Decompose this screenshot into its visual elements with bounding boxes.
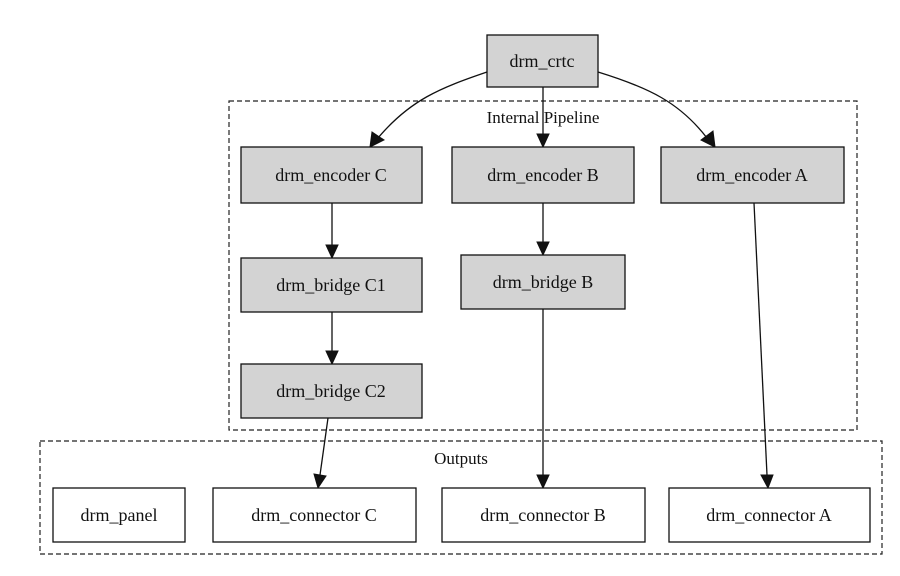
node-drm-connector-b-box: [441, 487, 646, 543]
outputs-border: [39, 440, 883, 555]
node-drm-encoder-c-label: drm_encoder C: [275, 165, 386, 185]
edges-layer: [313, 71, 774, 490]
edge-encoder-c-to-bridge-c1: [325, 203, 339, 260]
node-drm-encoder-b-label: drm_encoder B: [487, 165, 598, 185]
node-drm-encoder-a-label: drm_encoder A: [696, 165, 807, 185]
node-drm-encoder-a-box: [660, 146, 845, 204]
node-drm-connector-c-label: drm_connector C: [251, 505, 376, 525]
node-drm-panel-box: [52, 487, 186, 543]
node-drm-bridge-c1-label: drm_bridge C1: [276, 275, 386, 295]
node-drm-bridge-c1[interactable]: drm_bridge C1: [240, 257, 423, 313]
edge-crtc-to-encoder-b: [536, 87, 550, 149]
node-drm-encoder-a[interactable]: drm_encoder A: [660, 146, 845, 204]
node-drm-bridge-c2[interactable]: drm_bridge C2: [240, 363, 423, 419]
edge-encoder-b-to-bridge-b: [536, 203, 550, 257]
outputs-cluster: Outputs: [39, 440, 883, 555]
nodes-layer: drm_crtc drm_encoder C drm_encoder B drm…: [52, 34, 871, 543]
node-drm-connector-a-box: [668, 487, 871, 543]
node-drm-connector-b[interactable]: drm_connector B: [441, 487, 646, 543]
node-drm-bridge-c2-box: [240, 363, 423, 419]
edge-encoder-a-to-connector-a: [753, 202, 774, 490]
node-drm-connector-a-label: drm_connector A: [706, 505, 831, 525]
edge-bridge-b-to-connector-b: [536, 309, 550, 490]
node-drm-connector-c-box: [212, 487, 417, 543]
node-drm-bridge-b-box: [460, 254, 626, 310]
node-drm-crtc-label: drm_crtc: [510, 51, 575, 71]
node-drm-bridge-c1-box: [240, 257, 423, 313]
node-drm-encoder-b[interactable]: drm_encoder B: [451, 146, 635, 204]
node-drm-crtc[interactable]: drm_crtc: [486, 34, 599, 88]
node-drm-panel[interactable]: drm_panel: [52, 487, 186, 543]
node-drm-bridge-b-label: drm_bridge B: [493, 272, 594, 292]
node-drm-encoder-b-box: [451, 146, 635, 204]
edge-bridge-c2-to-connector-c: [313, 417, 329, 490]
node-drm-crtc-box: [486, 34, 599, 88]
node-drm-bridge-c2-label: drm_bridge C2: [276, 381, 386, 401]
node-drm-connector-b-label: drm_connector B: [480, 505, 605, 525]
node-drm-panel-label: drm_panel: [81, 505, 158, 525]
node-drm-connector-c[interactable]: drm_connector C: [212, 487, 417, 543]
node-drm-encoder-c[interactable]: drm_encoder C: [240, 146, 423, 204]
edge-crtc-to-encoder-c: [369, 71, 488, 148]
edge-bridge-c1-to-bridge-c2: [325, 312, 339, 366]
node-drm-bridge-b[interactable]: drm_bridge B: [460, 254, 626, 310]
node-drm-connector-a[interactable]: drm_connector A: [668, 487, 871, 543]
edge-crtc-to-encoder-a: [597, 71, 716, 148]
node-drm-encoder-c-box: [240, 146, 423, 204]
outputs-label: Outputs: [434, 449, 488, 468]
